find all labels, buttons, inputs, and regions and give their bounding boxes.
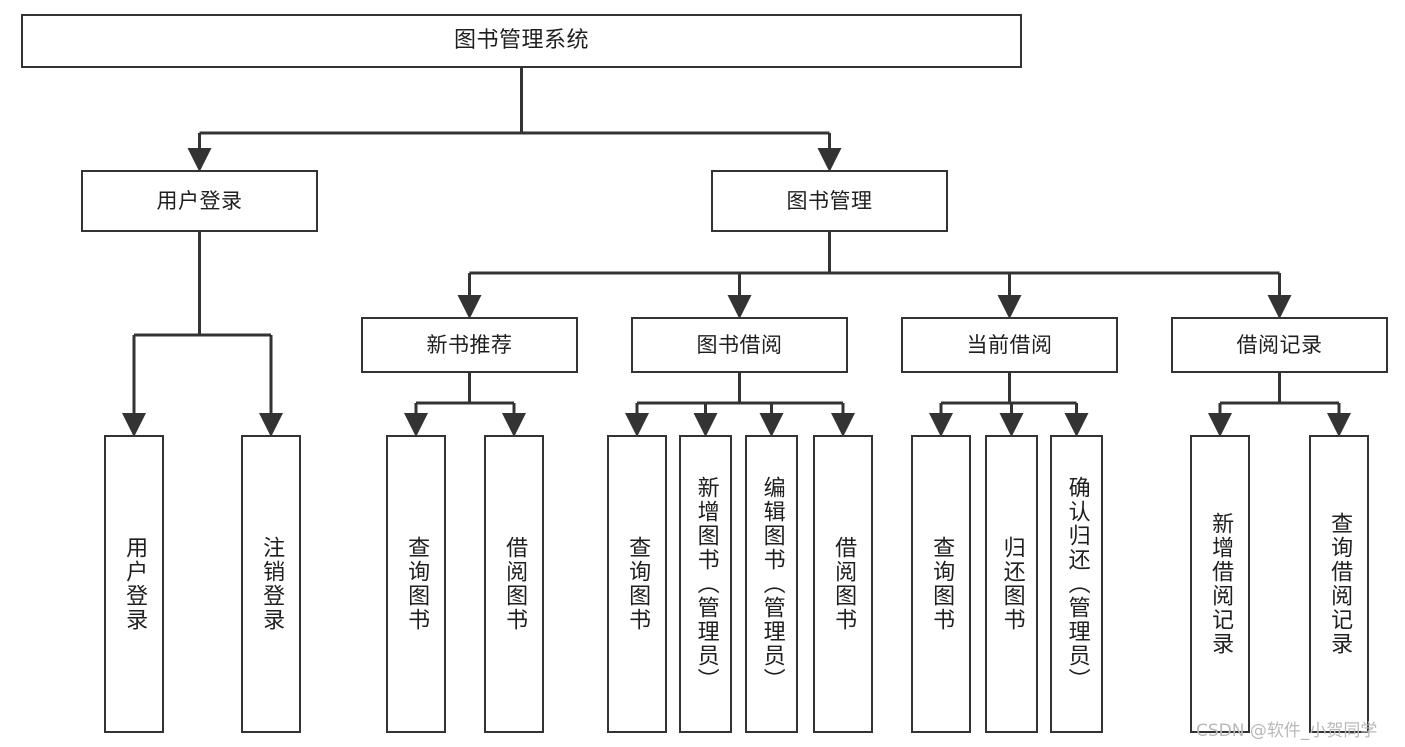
node-leaf-edit-book-admin[interactable]: 编辑图书（管理员） (745, 435, 798, 733)
node-user-login-label: 用户登录 (156, 188, 243, 213)
node-leaf-query-book-3[interactable]: 查询图书 (911, 435, 971, 733)
node-leaf-add-book-admin-label: 新增图书（管理员） (693, 476, 719, 692)
node-book-manage-label: 图书管理 (786, 188, 873, 213)
node-leaf-query-book-1-label: 查询图书 (404, 536, 430, 632)
node-current-borrow-label: 当前借阅 (966, 332, 1053, 357)
node-leaf-user-login[interactable]: 用户登录 (104, 435, 164, 733)
node-leaf-borrow-book-2[interactable]: 借阅图书 (813, 435, 873, 733)
node-leaf-add-book-admin[interactable]: 新增图书（管理员） (679, 435, 732, 733)
node-book-borrow[interactable]: 图书借阅 (631, 317, 848, 373)
node-borrow-record-label: 借阅记录 (1236, 332, 1323, 357)
node-leaf-query-book-3-label: 查询图书 (929, 536, 955, 632)
node-leaf-add-borrow-record-label: 新增借阅记录 (1208, 512, 1234, 656)
node-current-borrow[interactable]: 当前借阅 (901, 317, 1118, 373)
node-book-manage[interactable]: 图书管理 (711, 170, 948, 232)
node-leaf-user-login-label: 用户登录 (122, 536, 148, 632)
node-leaf-borrow-book-2-label: 借阅图书 (831, 536, 857, 632)
node-leaf-confirm-return-admin[interactable]: 确认归还（管理员） (1050, 435, 1103, 733)
node-leaf-query-borrow-record-label: 查询借阅记录 (1327, 512, 1353, 656)
node-leaf-borrow-book-1-label: 借阅图书 (502, 536, 528, 632)
node-leaf-add-borrow-record[interactable]: 新增借阅记录 (1190, 435, 1250, 733)
node-leaf-query-book-2-label: 查询图书 (625, 536, 651, 632)
node-leaf-query-book-2[interactable]: 查询图书 (607, 435, 667, 733)
node-leaf-query-borrow-record[interactable]: 查询借阅记录 (1309, 435, 1369, 733)
node-book-borrow-label: 图书借阅 (696, 332, 783, 357)
node-user-login[interactable]: 用户登录 (81, 170, 318, 232)
node-leaf-user-logout-label: 注销登录 (259, 536, 285, 632)
node-leaf-query-book-1[interactable]: 查询图书 (386, 435, 446, 733)
node-leaf-return-book[interactable]: 归还图书 (985, 435, 1038, 733)
node-leaf-return-book-label: 归还图书 (999, 536, 1025, 632)
node-borrow-record[interactable]: 借阅记录 (1171, 317, 1388, 373)
node-leaf-borrow-book-1[interactable]: 借阅图书 (484, 435, 544, 733)
node-new-book-recommend-label: 新书推荐 (426, 332, 513, 357)
node-leaf-confirm-return-admin-label: 确认归还（管理员） (1064, 476, 1090, 692)
node-leaf-user-logout[interactable]: 注销登录 (241, 435, 301, 733)
node-root-label: 图书管理系统 (453, 28, 589, 54)
csdn-watermark: CSDN @软件_小贺同学 (1196, 721, 1378, 741)
node-root[interactable]: 图书管理系统 (21, 14, 1022, 68)
node-new-book-recommend[interactable]: 新书推荐 (361, 317, 578, 373)
node-leaf-edit-book-admin-label: 编辑图书（管理员） (759, 476, 785, 692)
